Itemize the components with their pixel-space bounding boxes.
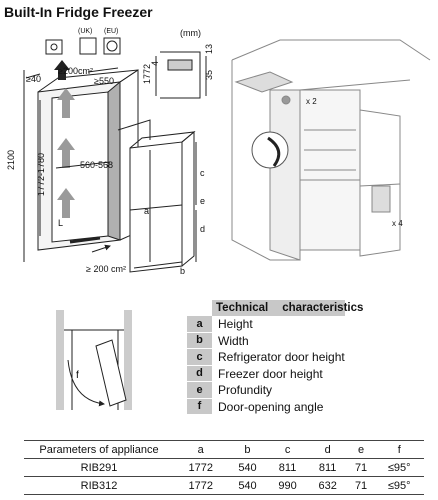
- unit-label: (mm): [180, 28, 201, 38]
- header-cell: b: [227, 440, 268, 459]
- header-cell: Parameters of appliance: [24, 440, 174, 459]
- letter-e: e: [200, 196, 205, 206]
- qty-side-label: x 4: [392, 219, 403, 228]
- technical-header-1: Technical: [216, 302, 269, 314]
- niche-diagram: [23, 37, 207, 273]
- row-label: Refrigerator door height: [218, 350, 345, 365]
- table-cell: 540: [227, 458, 268, 477]
- table-cell: 990: [267, 476, 308, 495]
- header-cell: e: [347, 440, 375, 459]
- parameters-table: Parameters of appliance a b c d e f RIB2…: [24, 440, 424, 495]
- table-cell: 1772: [174, 476, 228, 495]
- technical-row: d Freezer door height: [187, 365, 345, 382]
- niche-height-label: 2100: [6, 150, 16, 170]
- table-cell: 540: [227, 476, 268, 495]
- row-letter: e: [187, 382, 212, 399]
- table-cell: 71: [347, 476, 375, 495]
- header-cell: f: [374, 440, 424, 459]
- letter-a: a: [144, 206, 149, 216]
- header-cell: a: [174, 440, 228, 459]
- page-title: Built-In Fridge Freezer: [4, 4, 153, 20]
- row-label: Freezer door height: [218, 366, 323, 381]
- header-cell: c: [267, 440, 308, 459]
- technical-header: Technical characteristics: [212, 300, 363, 316]
- table-row: RIB312 1772 540 990 632 71 ≤95°: [24, 476, 424, 495]
- letter-d: d: [200, 224, 205, 234]
- dim-4: 4: [150, 61, 160, 66]
- header-cell: d: [307, 440, 348, 459]
- depth-label: ≥550: [94, 76, 114, 86]
- row-label: Profundity: [218, 383, 273, 398]
- vent-bottom-label: ≥ 200 cm²: [86, 264, 126, 274]
- row-label: Width: [218, 333, 249, 348]
- technical-row: e Profundity: [187, 382, 345, 399]
- plug-uk-label: (UK): [78, 28, 92, 35]
- table-cell: 71: [347, 458, 375, 477]
- table-cell: 1772: [174, 458, 228, 477]
- airflow-arrows: [54, 60, 75, 218]
- row-label: Height: [218, 317, 253, 332]
- row-letter: c: [187, 349, 212, 366]
- socket-icons: [45, 37, 121, 55]
- dim-13: 13: [204, 44, 214, 54]
- row-label: Door-opening angle: [218, 399, 324, 414]
- dim-35: 35: [204, 70, 214, 80]
- technical-row: c Refrigerator door height: [187, 349, 345, 366]
- table-cell: RIB312: [24, 476, 174, 495]
- row-letter: b: [187, 332, 212, 349]
- row-letter: a: [187, 316, 212, 333]
- row-letter: d: [187, 365, 212, 382]
- table-cell: 632: [307, 476, 348, 495]
- technical-row: f Door-opening angle: [187, 398, 345, 415]
- table-cell: ≤95°: [374, 458, 424, 477]
- niche-width-label: 560-568: [80, 160, 113, 170]
- technical-row: b Width: [187, 332, 345, 349]
- technical-characteristics: Technical characteristics a Height b Wid…: [187, 300, 363, 415]
- letter-c: c: [200, 168, 205, 178]
- vent-top-label: ≥200cm²: [58, 66, 93, 76]
- dim-1772: 1772: [142, 64, 152, 84]
- niche-labels: (mm) (UK) (EU) ≥200cm² ≥550 ≥40 2100 177…: [6, 28, 214, 276]
- qty-top-label: x 2: [306, 97, 317, 106]
- plug-eu-label: (EU): [104, 28, 118, 35]
- row-letter: f: [187, 398, 212, 415]
- table-header-row: Parameters of appliance a b c d e f: [24, 440, 424, 459]
- table-cell: 811: [307, 458, 348, 477]
- cabinet-height-label: 1772-1780: [36, 153, 46, 196]
- installed-fridge-labels: x 2 x 4: [306, 97, 403, 228]
- table-cell: ≤95°: [374, 476, 424, 495]
- letter-L: L: [58, 218, 63, 228]
- table-cell: 811: [267, 458, 308, 477]
- door-angle-diagram: [56, 310, 132, 410]
- table-row: RIB291 1772 540 811 811 71 ≤95°: [24, 458, 424, 477]
- letter-b: b: [180, 266, 185, 276]
- letter-f: f: [76, 370, 79, 381]
- side-gap-label: ≥40: [26, 74, 41, 84]
- installed-fridge-diagram: [231, 39, 431, 261]
- table-cell: RIB291: [24, 458, 174, 477]
- technical-header-2: characteristics: [282, 302, 364, 314]
- technical-row: a Height: [187, 316, 345, 333]
